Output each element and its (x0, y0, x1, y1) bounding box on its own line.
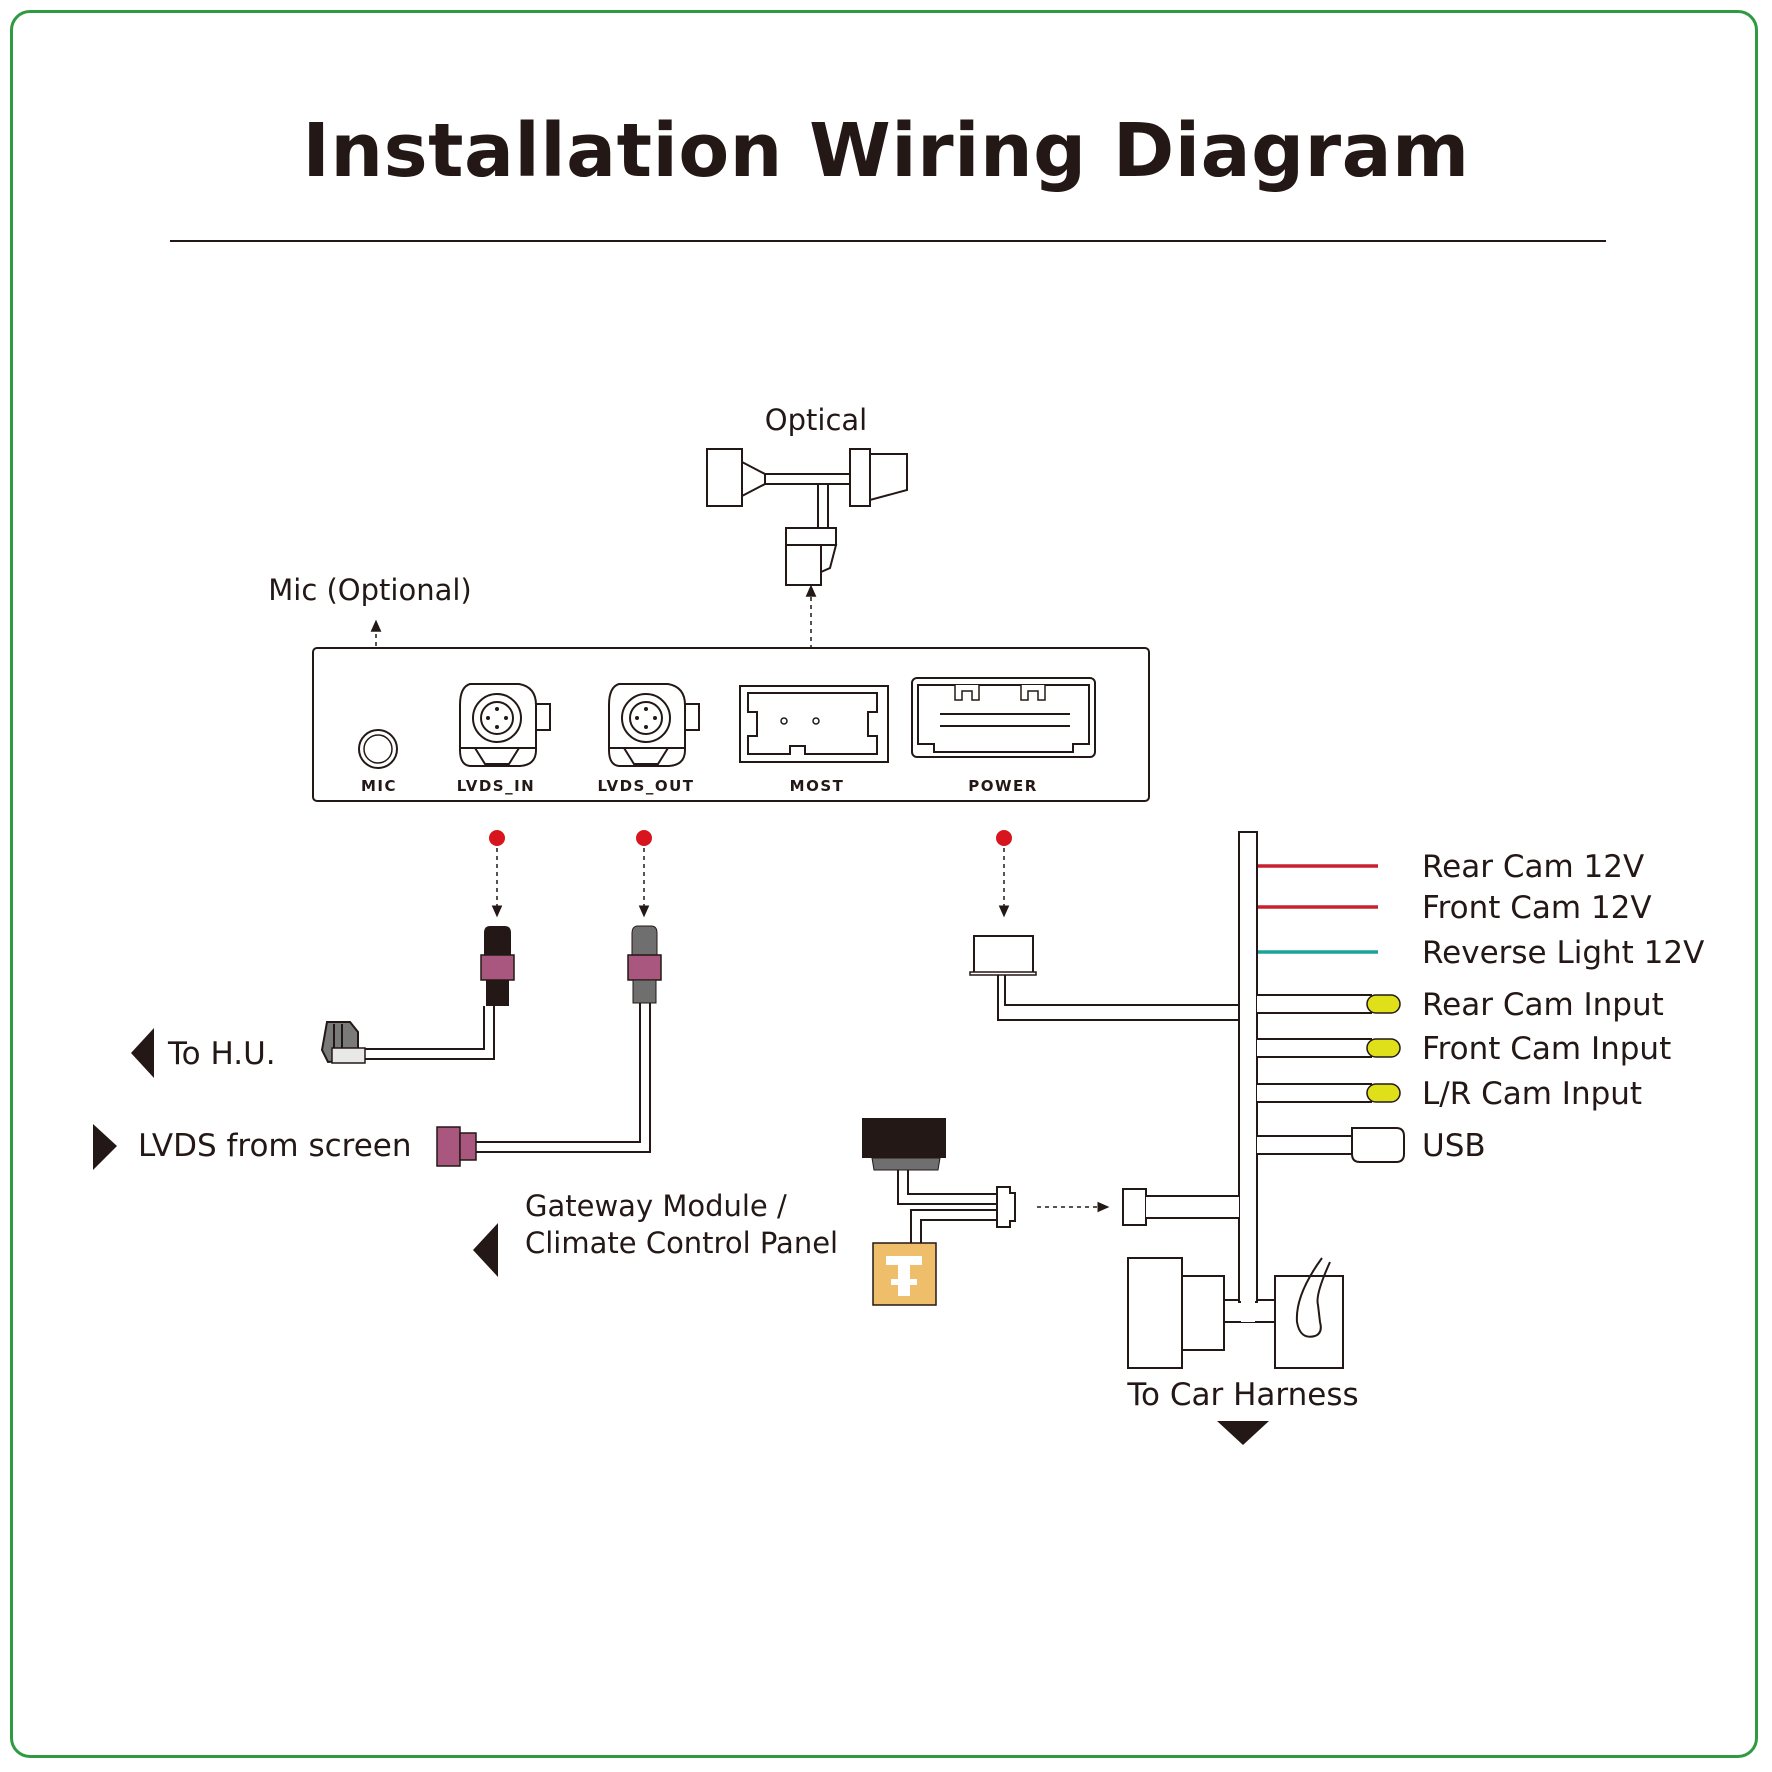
to-hu-label: To H.U. (167, 1036, 276, 1072)
harness-output-label: USB (1422, 1128, 1486, 1164)
gateway-arrow (473, 1223, 498, 1277)
harness-lead (1257, 994, 1372, 1014)
title-divider (170, 240, 1606, 242)
most-port-label: MOST (790, 777, 845, 795)
lvds-screen-arrow (93, 1124, 117, 1170)
mic-jack (358, 729, 398, 769)
gateway-label-line1: Gateway Module / (525, 1189, 787, 1223)
power-dot (996, 830, 1012, 846)
harness-lead-fill (1257, 1040, 1372, 1056)
optical-label: Optical (765, 403, 867, 437)
most-port (739, 685, 889, 763)
mic-port-label: MIC (361, 777, 397, 795)
harness-output-item: Front Cam Input (1257, 1031, 1671, 1067)
to-car-harness-arrow (1217, 1421, 1269, 1445)
harness-lead-fill (1257, 1085, 1372, 1101)
harness-output-label: Front Cam Input (1422, 1031, 1671, 1067)
lvds-out-port-label: LVDS_OUT (597, 777, 694, 795)
page-title: Installation Wiring Diagram (302, 108, 1470, 194)
lvds-in-pins (486, 707, 508, 729)
harness-lead (1257, 1135, 1352, 1155)
to-hu-arrow (131, 1028, 154, 1078)
harness-output-item: Rear Cam 12V (1258, 849, 1644, 885)
lvds-out-port (608, 683, 700, 767)
lvds-out-pins (635, 707, 657, 729)
rca-plug (1366, 1038, 1401, 1058)
power-port (911, 677, 1096, 758)
gateway-label-line2: Climate Control Panel (525, 1226, 838, 1260)
screen-lvds-connector (436, 1126, 477, 1167)
optical-splitter (706, 448, 908, 586)
harness-output-label: Rear Cam Input (1422, 987, 1664, 1023)
lvds-in-dot (489, 830, 505, 846)
harness-lead (1257, 1083, 1372, 1103)
harness-output-item: USB (1257, 1127, 1486, 1164)
lvds-from-screen-label: LVDS from screen (138, 1128, 412, 1164)
power-port-label: POWER (968, 777, 1038, 795)
harness-output-label: L/R Cam Input (1422, 1076, 1642, 1112)
harness-lead-fill (1257, 996, 1372, 1012)
harness-output-item: Front Cam 12V (1258, 890, 1652, 926)
to-car-harness-label: To Car Harness (1126, 1377, 1358, 1413)
usb-connector (1351, 1127, 1405, 1163)
gateway-cable (862, 1118, 1016, 1306)
harness-output-item: Rear Cam Input (1257, 987, 1664, 1023)
hu-connector (320, 1021, 366, 1064)
lvds-in-cable (365, 926, 515, 1060)
harness-output-label: Front Cam 12V (1422, 890, 1652, 926)
harness-output-label: Reverse Light 12V (1422, 935, 1704, 971)
gateway-pin-icon (886, 1256, 922, 1296)
main-harness (969, 831, 1344, 1369)
page-frame (10, 10, 1758, 1758)
harness-lead (1257, 1038, 1372, 1058)
harness-output-label: Rear Cam 12V (1422, 849, 1644, 885)
rca-plug (1366, 1083, 1401, 1103)
harness-output-item: L/R Cam Input (1257, 1076, 1642, 1112)
lvds-in-port (459, 683, 551, 767)
lvds-in-port-label: LVDS_IN (457, 777, 536, 795)
harness-output-item: Reverse Light 12V (1258, 935, 1704, 971)
mic-optional-label: Mic (Optional) (268, 573, 471, 607)
interface-module: MIC LVDS_IN LVDS_OUT MOST POWER (312, 647, 1150, 802)
harness-lead-fill (1257, 1137, 1352, 1153)
lvds-out-dot (636, 830, 652, 846)
rca-plug (1366, 994, 1401, 1014)
lvds-out-cable (476, 925, 662, 1153)
harness-outputs: Rear Cam 12V Front Cam 12V Reverse Light 1… (1257, 849, 1704, 1164)
